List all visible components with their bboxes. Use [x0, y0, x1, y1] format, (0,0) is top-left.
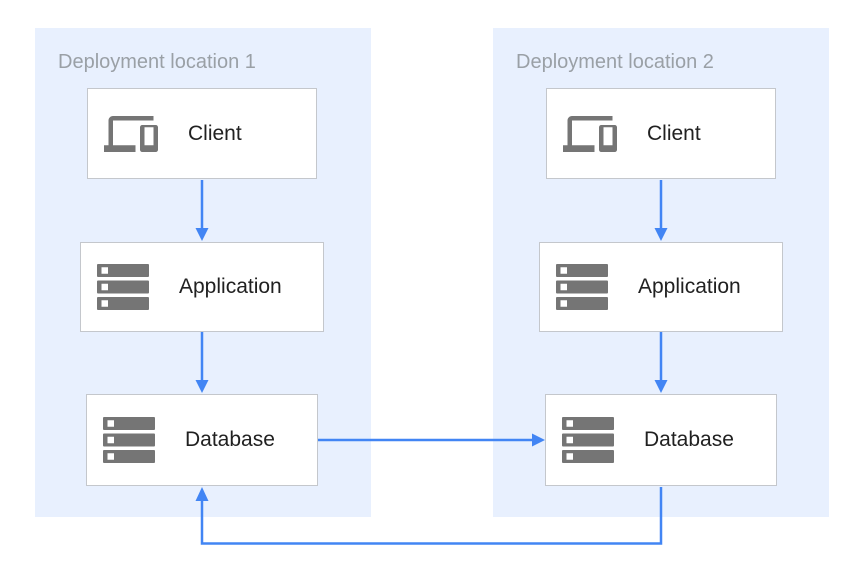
node-database-1: Database	[86, 394, 318, 486]
panel-title-1: Deployment location 1	[58, 51, 256, 73]
node-label: Client	[188, 121, 242, 145]
server-stack-icon	[556, 264, 608, 310]
server-stack-icon	[562, 417, 614, 463]
node-application-1: Application	[80, 242, 324, 332]
node-application-2: Application	[539, 242, 783, 332]
node-database-2: Database	[545, 394, 777, 486]
panel-title-2: Deployment location 2	[516, 51, 714, 73]
node-label: Client	[647, 121, 701, 145]
node-label: Application	[179, 275, 282, 298]
server-stack-icon	[97, 264, 149, 310]
devices-icon	[563, 115, 617, 152]
node-label: Application	[638, 275, 741, 298]
devices-icon	[104, 115, 158, 152]
node-client-2: Client	[546, 88, 776, 179]
node-label: Database	[644, 428, 734, 451]
server-stack-icon	[103, 417, 155, 463]
node-client-1: Client	[87, 88, 317, 179]
node-label: Database	[185, 428, 275, 451]
